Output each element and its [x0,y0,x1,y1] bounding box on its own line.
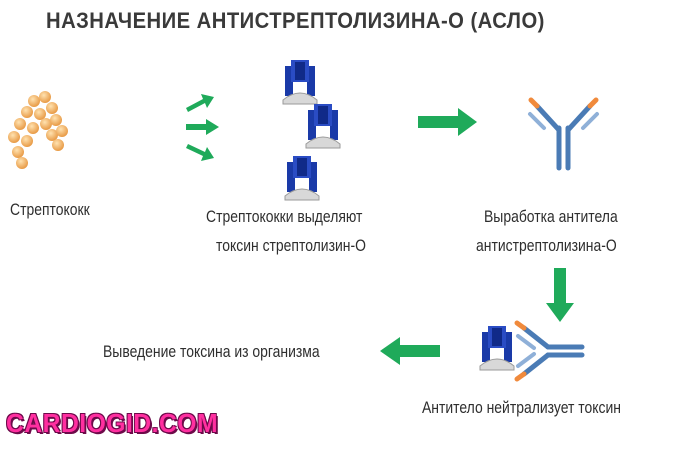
toxin-release-label-line2: токсин стрептолизин-О [216,236,366,255]
arrow-down-icon [546,268,574,322]
antibody-icon [528,97,599,171]
antibody-production-label-line2: антистрептолизина-О [476,236,617,255]
toxin-molecule-icon [305,104,341,149]
arrow-right-icon [418,108,477,136]
toxin-release-label-line1: Стрептококки выделяют [206,207,363,226]
streptococcus-label: Стрептококк [10,200,90,219]
elimination-label: Выведение токсина из организма [103,342,320,361]
release-arrows-icon [186,94,219,161]
arrow-left-icon [380,337,440,365]
neutralization-label: Антитело нейтрализует токсин [422,398,621,417]
diagram-title: НАЗНАЧЕНИЕ АНТИСТРЕПТОЛИЗИНА-О (АСЛО) [46,8,545,33]
site-watermark: CARDIOGID.COM [6,408,219,438]
antibody-production-label-line1: Выработка антитела [484,207,618,226]
streptococcus-cluster-icon [8,91,68,169]
toxin-molecule-icon [284,156,320,201]
toxin-molecule-icon [479,326,515,371]
toxin-molecule-icon [282,60,318,105]
bound-antibody-icon [514,320,585,382]
